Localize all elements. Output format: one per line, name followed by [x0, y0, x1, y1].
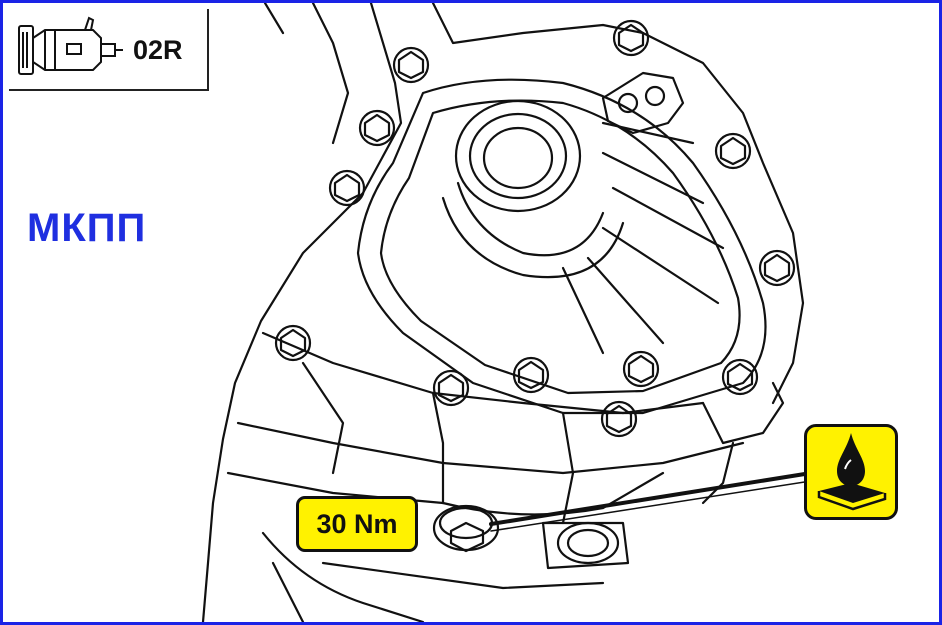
- oil-drop-icon: [817, 433, 887, 511]
- oil-callout: [804, 424, 898, 520]
- transmission-badge: 02R: [9, 9, 209, 91]
- torque-callout: 30 Nm: [296, 496, 418, 552]
- badge-code: 02R: [133, 35, 183, 65]
- gearbox-line-drawing: [201, 3, 813, 622]
- transmission-icon: [18, 16, 123, 75]
- caption-title: МКПП: [27, 206, 147, 250]
